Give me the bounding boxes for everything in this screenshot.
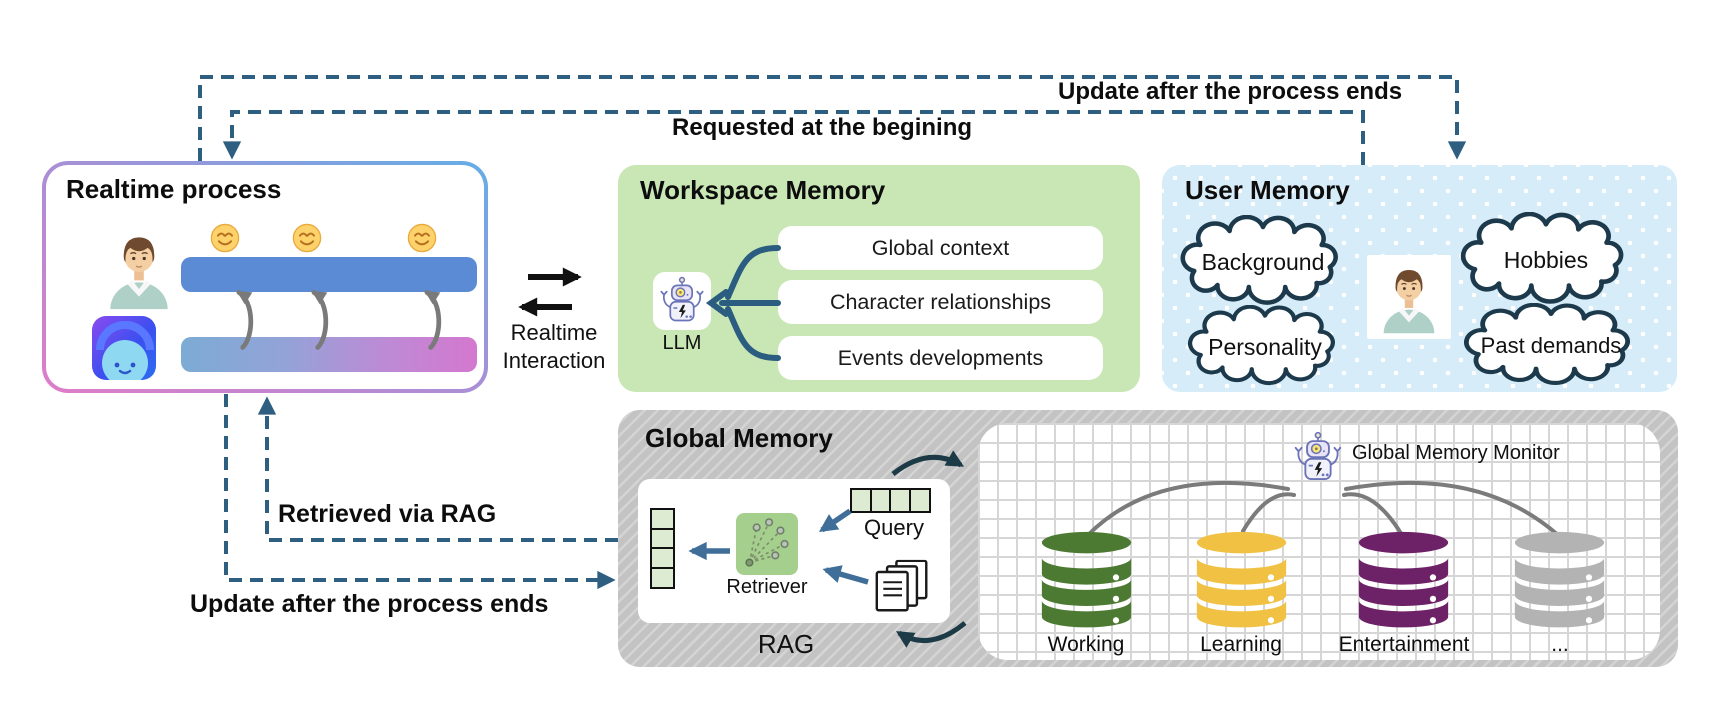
memory-cloud: Background	[1172, 215, 1354, 307]
database-label: Learning	[1200, 633, 1282, 656]
vector-cell	[650, 566, 675, 589]
database-label: Working	[1047, 633, 1125, 656]
realtime-process-title: Realtime process	[66, 174, 282, 204]
user-avatar-icon	[1371, 259, 1447, 335]
global-memory-title: Global Memory	[645, 423, 833, 453]
cloud-label: Past demands	[1480, 333, 1622, 358]
llm-label: LLM	[662, 332, 702, 354]
database-cylinder-icon	[1190, 531, 1293, 631]
database-grid-panel: Global Memory Monitor Working Learning E…	[978, 423, 1660, 660]
smiley-emoji-icon	[407, 223, 437, 253]
update-after-top-label: Update after the process ends	[1058, 78, 1403, 105]
user-avatar-icon	[96, 224, 182, 312]
memory-cloud: Past demands	[1455, 303, 1647, 387]
retriever-icon	[736, 513, 798, 575]
user-memory-title: User Memory	[1185, 175, 1350, 205]
turn-arrow-icon	[293, 284, 331, 352]
query-label: Query	[864, 515, 924, 540]
user-memory-panel: User Memory Background Personality Hobbi…	[1162, 165, 1677, 392]
memory-item-pill: Global context	[778, 226, 1103, 270]
user-profile-card	[1367, 255, 1451, 339]
database-cylinder-icon	[1352, 531, 1455, 631]
cloud-label: Personality	[1208, 333, 1322, 360]
workspace-memory-title: Workspace Memory	[640, 175, 886, 205]
global-memory-monitor-label: Global Memory Monitor	[1352, 442, 1560, 464]
realtime-process-panel: Realtime process	[42, 161, 488, 393]
database-cylinder-icon	[1035, 531, 1138, 631]
global-memory-monitor-robot-icon	[1291, 431, 1345, 485]
retriever-label: Retriever	[726, 576, 808, 598]
database-label: Entertainment	[1338, 633, 1470, 656]
retrieved-rag-label: Retrieved via RAG	[278, 500, 497, 528]
turn-arrow-icon	[406, 284, 444, 352]
realtime-process-inner: Realtime process	[46, 165, 484, 389]
arrow-update-after-bottom	[224, 394, 616, 590]
global-memory-panel: Global Memory R	[618, 410, 1678, 667]
turn-arrow-icon	[218, 284, 256, 352]
rag-label: RAG	[757, 629, 815, 659]
realtime-interaction-label: Realtime	[510, 320, 598, 345]
dialogue-top-bar	[181, 257, 477, 292]
smiley-emoji-icon	[292, 223, 322, 253]
database-label: ...	[1551, 633, 1569, 656]
memory-cloud: Hobbies	[1452, 212, 1640, 306]
requested-beginning-label: Requested at the begining	[672, 114, 973, 141]
update-after-bottom-label: Update after the process ends	[190, 590, 549, 618]
dialogue-bottom-bar	[181, 337, 477, 372]
realtime-interaction-arrows	[518, 267, 582, 317]
query-cell	[908, 488, 931, 513]
memory-item-pill: Character relationships	[778, 280, 1103, 324]
embedding-vector	[650, 508, 675, 589]
cloud-label: Background	[1201, 248, 1325, 275]
documents-icon	[874, 559, 930, 613]
llm-robot-icon	[657, 276, 707, 326]
memory-cloud: Personality	[1180, 305, 1350, 387]
llm-icon-card	[653, 272, 711, 330]
cloud-label: Hobbies	[1503, 246, 1589, 273]
workspace-memory-panel: Workspace Memory LLM Global context Char…	[618, 165, 1140, 392]
assistant-app-icon	[92, 316, 156, 380]
memory-item-pill: Events developments	[778, 336, 1103, 380]
rag-card: Retriever Query	[638, 479, 950, 623]
realtime-interaction-label: Interaction	[502, 348, 606, 373]
database-cylinder-icon	[1508, 531, 1611, 631]
query-vector	[850, 488, 931, 513]
smiley-emoji-icon	[210, 223, 240, 253]
